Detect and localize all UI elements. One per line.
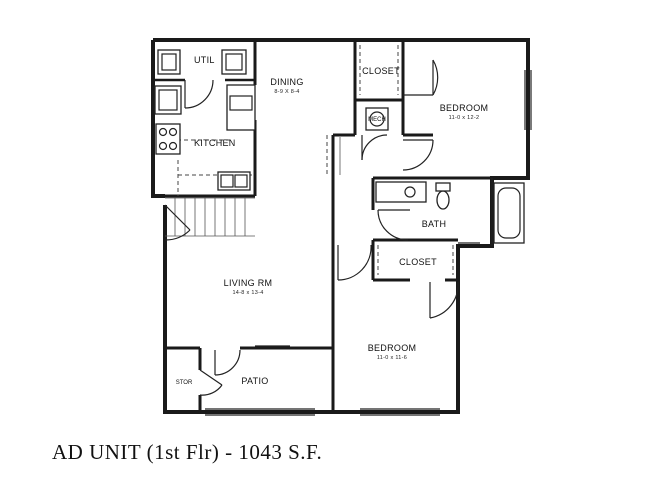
toilet-icon (436, 190, 450, 210)
closet-mid-label: CLOSET (399, 257, 437, 267)
living-label: LIVING RM (224, 278, 273, 288)
mech-label: MECH (368, 117, 386, 123)
dining-label: DINING (270, 77, 303, 87)
doors (164, 59, 459, 396)
interior-walls (153, 40, 492, 412)
unit-caption: AD UNIT (1st Flr) - 1043 S.F. (52, 440, 323, 464)
patio-label: PATIO (241, 376, 268, 386)
room-labels: UTIL KITCHEN DINING 8-9 X 8-4 CLOSET BED… (176, 55, 489, 386)
stove-icon (155, 123, 181, 155)
kitchen-sink-icon (217, 171, 251, 191)
bedroom-top-dims: 11-0 x 12-2 (449, 115, 480, 121)
exterior-walls (151, 38, 530, 414)
water-heater-icon (365, 107, 389, 131)
kitchen-label: KITCHEN (194, 138, 236, 148)
stor-label: STOR (176, 380, 193, 386)
bedroom-top-label: BEDROOM (440, 103, 489, 113)
bath-label: BATH (422, 219, 447, 229)
kitchen-floor-hatch (165, 137, 341, 237)
vanity-sink-icon (375, 181, 427, 203)
appliances (154, 49, 525, 246)
util-label: UTIL (194, 55, 215, 65)
windows (205, 70, 532, 416)
dining-dims: 8-9 X 8-4 (274, 89, 299, 95)
island-counter-icon (226, 84, 256, 131)
bedroom-bottom-dims: 11-0 x 11-6 (377, 355, 407, 361)
living-dims: 14-8 x 13-4 (232, 290, 263, 296)
closet-top-label: CLOSET (362, 66, 400, 76)
bedroom-bottom-label: BEDROOM (368, 343, 417, 353)
washer-icon (157, 49, 181, 75)
